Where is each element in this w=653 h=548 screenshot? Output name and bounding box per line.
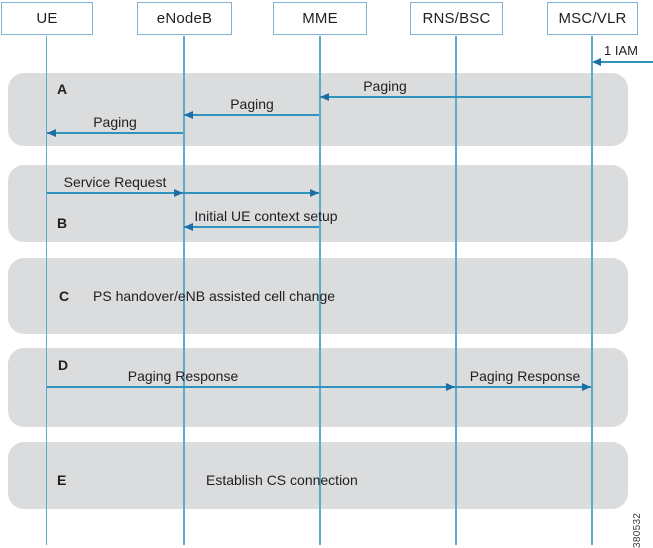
actor-label: eNodeB (156, 10, 213, 27)
message-line (184, 114, 319, 116)
actor-box-ue: UE (1, 2, 93, 35)
arrowhead-left-icon (184, 223, 193, 231)
message-line (47, 386, 591, 388)
step-letter-e: E (57, 472, 67, 488)
message-label: Paging (363, 78, 407, 94)
figure-number: 380532 (632, 512, 643, 548)
step-band-e (8, 442, 628, 509)
arrowhead-left-icon (320, 93, 329, 101)
step-letter-c: C (59, 288, 70, 304)
message-label-iam: 1 IAM (604, 43, 638, 58)
step-letter-d: D (58, 357, 69, 373)
lifeline-ue (45, 36, 47, 545)
actor-label: RNS/BSC (422, 10, 491, 27)
lifeline-msc-vlr (591, 36, 593, 545)
message-label: Initial UE context setup (194, 208, 338, 224)
step-note: Establish CS connection (206, 472, 358, 488)
arrowhead-right-icon (310, 189, 319, 197)
message-label: Paging (93, 114, 137, 130)
lifeline-mme (319, 36, 321, 545)
message-line (47, 132, 183, 134)
arrowhead-left-icon (184, 111, 193, 119)
message-label: Paging (230, 96, 274, 112)
message-line (184, 226, 319, 228)
step-letter-a: A (57, 81, 68, 97)
step-band-d (8, 348, 628, 427)
arrowhead-left-icon (47, 129, 56, 137)
lifeline-rns-bsc (455, 36, 457, 545)
actor-box-rns-bsc: RNS/BSC (410, 2, 503, 35)
message-line (47, 192, 319, 194)
step-note: PS handover/eNB assisted cell change (93, 288, 336, 304)
message-label: Paging Response (127, 368, 239, 384)
actor-label: MSC/VLR (558, 10, 627, 27)
message-line-iam (595, 61, 653, 63)
arrowhead-left-icon (592, 58, 601, 66)
message-line (320, 96, 591, 98)
message-label: Paging Response (469, 368, 581, 384)
step-letter-b: B (57, 215, 68, 231)
actor-box-mme: MME (273, 2, 367, 35)
arrowhead-right-icon (446, 383, 455, 391)
message-label: Service Request (63, 174, 167, 190)
actor-label: MME (302, 10, 338, 27)
actor-label: UE (36, 10, 58, 27)
step-band-c (8, 258, 628, 334)
lifeline-enodeb (183, 36, 185, 545)
arrowhead-right-icon (174, 189, 183, 197)
step-band-b (8, 165, 628, 242)
actor-box-msc-vlr: MSC/VLR (547, 2, 638, 35)
actor-box-enodeb: eNodeB (137, 2, 232, 35)
step-band-a (8, 73, 628, 146)
arrowhead-right-icon (582, 383, 591, 391)
